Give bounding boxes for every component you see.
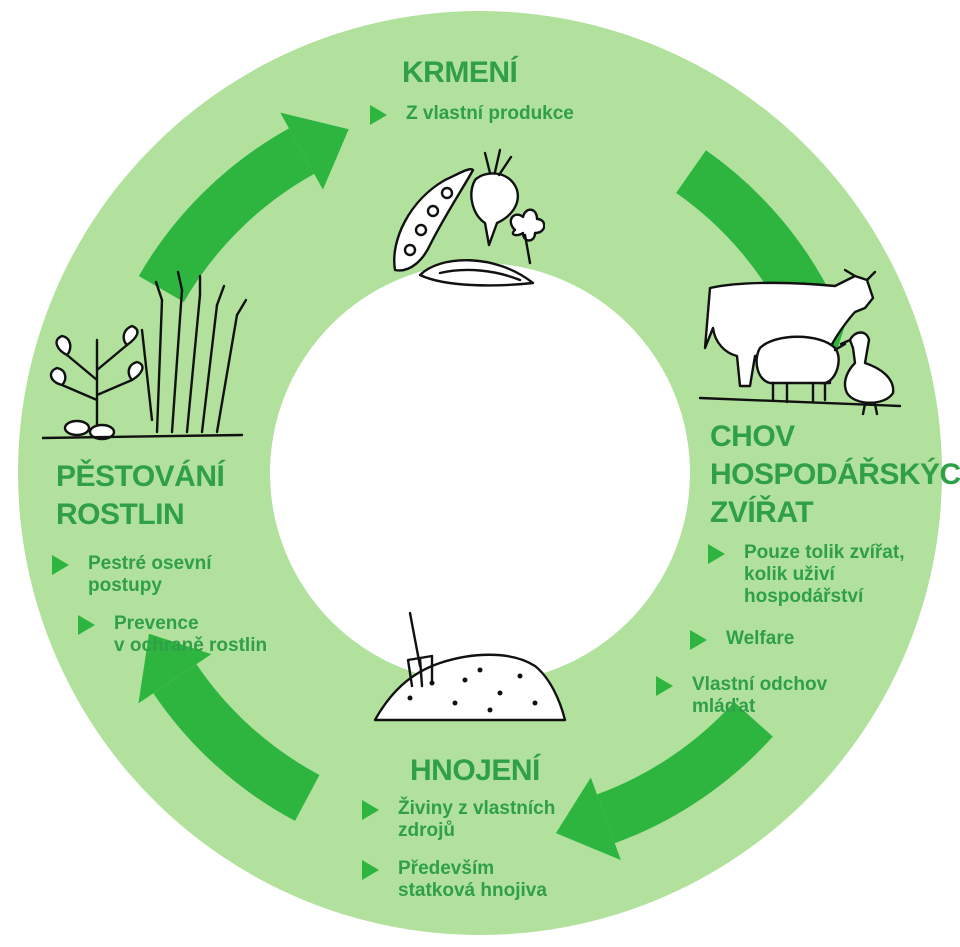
pestovani-title-line-2: ROSTLIN	[56, 498, 185, 531]
farm-animals-icon	[698, 268, 902, 416]
arrow-hnojeni-to-pestovani-head	[138, 633, 212, 704]
krmeni-bullet-1: Z vlastní produkce	[370, 103, 630, 125]
chov-title-line-3: ZVÍŘAT	[710, 496, 814, 529]
hnojeni-title: HNOJENÍ	[410, 754, 540, 787]
hnojeni-bullet-1: Živiny z vlastních zdrojů	[362, 798, 622, 842]
pestovani-bullets: Pestré osevní postupy Prevence v ochraně…	[52, 553, 312, 657]
arrow-chov-to-hnojeni-shaft	[596, 701, 773, 844]
pestovani-bullet-2: Prevence v ochraně rostlin	[78, 613, 312, 657]
pestovani-title: PĚSTOVÁNÍ ROSTLIN	[56, 458, 225, 534]
arrow-chov-to-hnojeni-head	[555, 777, 621, 861]
inner-hole	[270, 263, 690, 683]
manure-pile-icon	[373, 611, 567, 722]
chov-bullet-2: Welfare	[690, 628, 956, 650]
crop-plants-icon	[42, 270, 248, 441]
arrow-pestovani-to-krmeni-shaft	[138, 128, 315, 302]
hnojeni-bullet-2: Především statková hnojiva	[362, 858, 622, 902]
feed-crops-icon	[393, 148, 545, 287]
chov-bullet-3: Vlastní odchov mláďat	[656, 674, 956, 718]
chov-title: CHOV HOSPODÁŘSKÝCH ZVÍŘAT	[710, 418, 960, 532]
chov-bullet-1: Pouze tolik zvířat, kolik uživí hospodář…	[708, 542, 956, 608]
hnojeni-bullets: Živiny z vlastních zdrojů Především stat…	[362, 798, 622, 902]
krmeni-bullets: Z vlastní produkce	[370, 103, 630, 125]
arrow-pestovani-to-krmeni-head	[280, 112, 349, 190]
arrow-hnojeni-to-pestovani-shaft	[153, 664, 320, 821]
chov-title-line-2: HOSPODÁŘSKÝCH	[710, 458, 960, 491]
krmeni-title: KRMENÍ	[402, 56, 518, 89]
chov-title-line-1: CHOV	[710, 420, 795, 453]
chov-bullets: Pouze tolik zvířat, kolik uživí hospodář…	[656, 542, 956, 718]
pestovani-title-line-1: PĚSTOVÁNÍ	[56, 460, 225, 493]
pestovani-bullet-1: Pestré osevní postupy	[52, 553, 312, 597]
